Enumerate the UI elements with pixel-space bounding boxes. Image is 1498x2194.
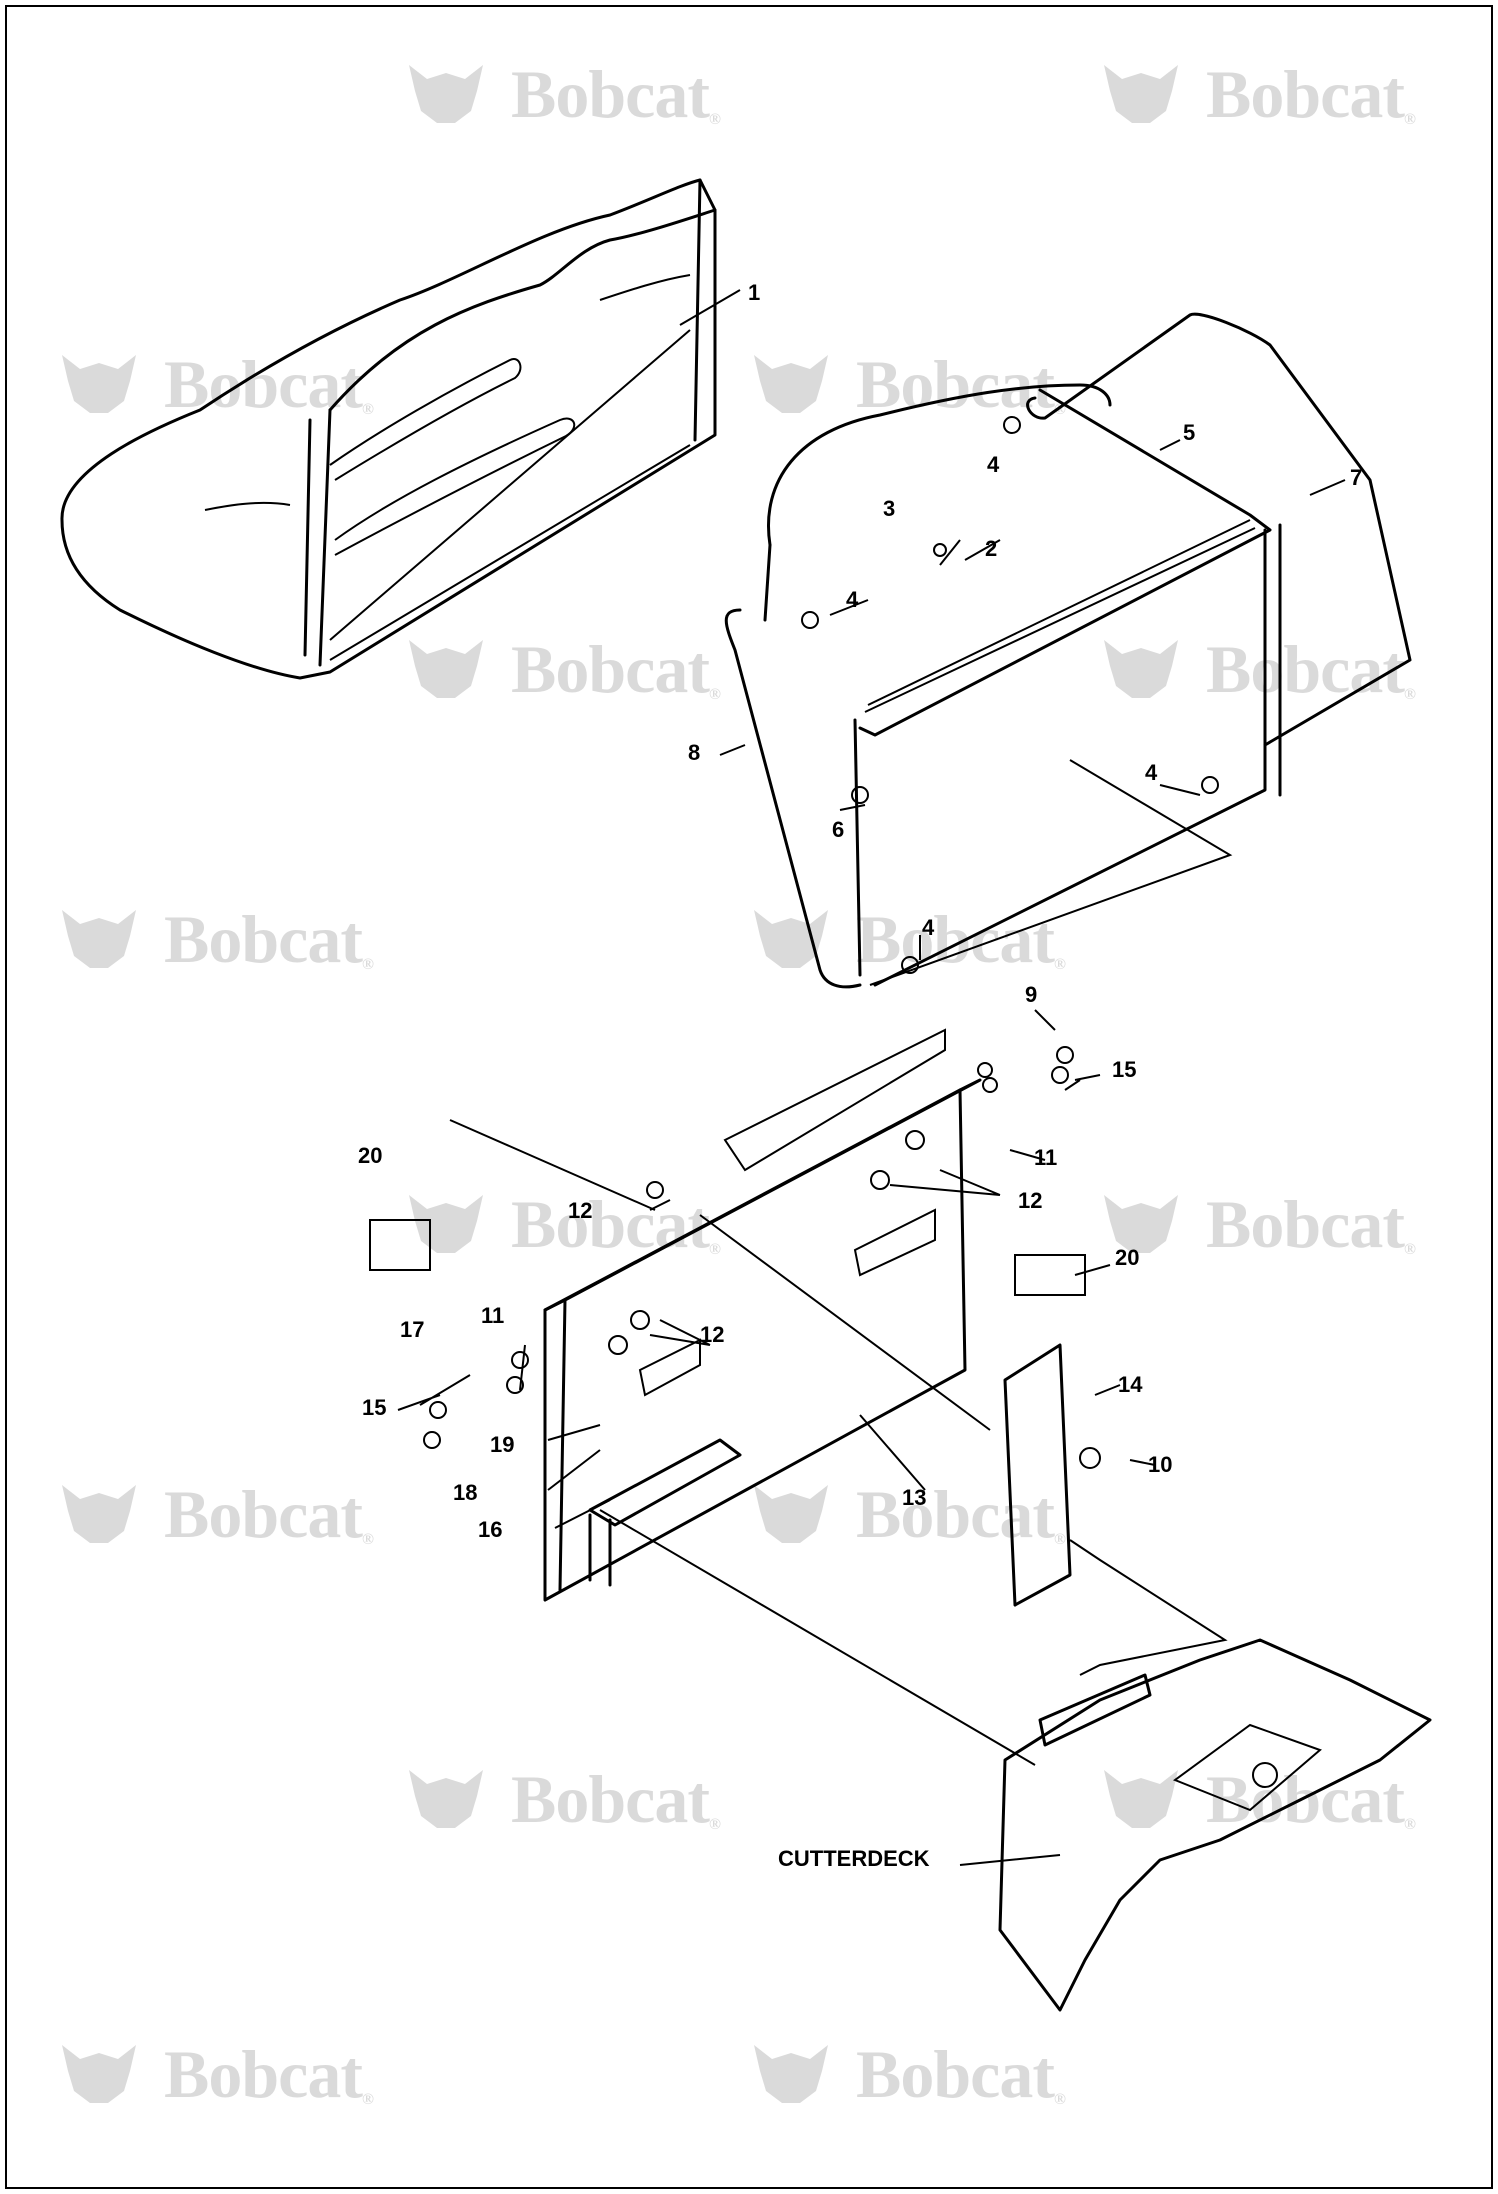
bobcat-watermark: Bobcat® bbox=[750, 901, 1066, 977]
callout-3: 3 bbox=[883, 496, 895, 521]
bobcat-logo-icon bbox=[1104, 65, 1178, 123]
bobcat-watermark: Bobcat® bbox=[1100, 1761, 1416, 1837]
support-plate-part bbox=[543, 1028, 982, 1602]
watermark-text: Bobcat® bbox=[164, 1476, 374, 1552]
callout-8: 8 bbox=[688, 740, 700, 765]
bobcat-logo-icon bbox=[62, 355, 136, 413]
label-decal-20a bbox=[369, 1219, 431, 1271]
watermark-text: Bobcat® bbox=[164, 901, 374, 977]
bobcat-logo-icon bbox=[754, 2045, 828, 2103]
callout-12b: 12 bbox=[1018, 1188, 1042, 1213]
bobcat-logo-icon bbox=[62, 1485, 136, 1543]
callout-15a: 15 bbox=[1112, 1057, 1136, 1082]
bobcat-logo-icon bbox=[62, 910, 136, 968]
bobcat-watermark: Bobcat® bbox=[750, 346, 1066, 422]
bobcat-logo-icon bbox=[409, 1195, 483, 1253]
seat-pan-part bbox=[60, 178, 717, 680]
side-bracket-part bbox=[1003, 1343, 1228, 1676]
watermark-text: Bobcat® bbox=[856, 901, 1066, 977]
bobcat-watermark: Bobcat® bbox=[1100, 1186, 1416, 1262]
callout-12a: 12 bbox=[568, 1198, 592, 1223]
callout-19: 19 bbox=[490, 1432, 514, 1457]
bobcat-logo-icon bbox=[754, 1485, 828, 1543]
bobcat-logo-icon bbox=[1104, 1770, 1178, 1828]
watermark-text: Bobcat® bbox=[511, 1761, 721, 1837]
callout-11a: 11 bbox=[1034, 1145, 1057, 1170]
bobcat-watermark: Bobcat® bbox=[1100, 56, 1416, 132]
bobcat-logo-icon bbox=[409, 65, 483, 123]
callout-12c: 12 bbox=[700, 1322, 724, 1347]
callout-11b: 11 bbox=[481, 1303, 504, 1328]
diagram-frame bbox=[5, 5, 1493, 2189]
callout-4a: 4 bbox=[987, 452, 1000, 477]
bobcat-watermark: Bobcat® bbox=[58, 2036, 374, 2112]
bobcat-watermark: Bobcat® bbox=[58, 346, 374, 422]
bobcat-watermark: Bobcat® bbox=[1100, 631, 1416, 707]
bobcat-watermark: Bobcat® bbox=[405, 631, 721, 707]
callout-1: 1 bbox=[748, 280, 760, 305]
callout-cutterdeck: CUTTERDECK bbox=[778, 1846, 930, 1871]
callout-6: 6 bbox=[832, 817, 844, 842]
cutterdeck-part bbox=[599, 1509, 1432, 2012]
callout-17: 17 bbox=[400, 1317, 424, 1342]
bobcat-logo-icon bbox=[409, 1770, 483, 1828]
callout-13: 13 bbox=[902, 1485, 926, 1510]
bobcat-logo-icon bbox=[1104, 1195, 1178, 1253]
label-decal-20b bbox=[1014, 1254, 1086, 1296]
watermark-text: Bobcat® bbox=[856, 1476, 1066, 1552]
callout-4d: 4 bbox=[922, 915, 935, 940]
bobcat-logo-icon bbox=[409, 640, 483, 698]
callout-2: 2 bbox=[985, 536, 997, 561]
watermark-text: Bobcat® bbox=[164, 2036, 374, 2112]
bobcat-logo-icon bbox=[62, 2045, 136, 2103]
bobcat-watermark: Bobcat® bbox=[58, 1476, 374, 1552]
callout-labels: 1 2 3 4 4 4 4 5 6 7 8 9 10 11 11 12 12 1… bbox=[358, 280, 1362, 1871]
callout-14: 14 bbox=[1118, 1372, 1143, 1397]
callout-4c: 4 bbox=[1145, 760, 1158, 785]
watermark-text: Bobcat® bbox=[511, 1186, 721, 1262]
bobcat-watermark: Bobcat® bbox=[58, 901, 374, 977]
bobcat-watermark: Bobcat® bbox=[405, 1761, 721, 1837]
bobcat-watermark: Bobcat® bbox=[750, 2036, 1066, 2112]
watermark-text: Bobcat® bbox=[1206, 631, 1416, 707]
watermark-text: Bobcat® bbox=[1206, 1761, 1416, 1837]
callout-7: 7 bbox=[1350, 465, 1362, 490]
callout-15b: 15 bbox=[362, 1395, 386, 1420]
bobcat-watermark: Bobcat® bbox=[750, 1476, 1066, 1552]
upper-frame-parts bbox=[724, 312, 1412, 989]
callout-16: 16 bbox=[478, 1517, 502, 1542]
leader-lines bbox=[397, 289, 1346, 1866]
bobcat-watermark: Bobcat® bbox=[405, 1186, 721, 1262]
callout-9: 9 bbox=[1025, 982, 1037, 1007]
bobcat-logo-icon bbox=[1104, 640, 1178, 698]
bobcat-watermark: Bobcat® bbox=[405, 56, 721, 132]
watermark-text: Bobcat® bbox=[511, 56, 721, 132]
watermark-text: Bobcat® bbox=[511, 631, 721, 707]
bobcat-logo-icon bbox=[754, 355, 828, 413]
callout-20b: 20 bbox=[1115, 1245, 1139, 1270]
callout-20a: 20 bbox=[358, 1143, 382, 1168]
watermark-text: Bobcat® bbox=[856, 2036, 1066, 2112]
watermark-text: Bobcat® bbox=[164, 346, 374, 422]
watermark-text: Bobcat® bbox=[1206, 56, 1416, 132]
watermark-text: Bobcat® bbox=[1206, 1186, 1416, 1262]
watermark-text: Bobcat® bbox=[856, 346, 1066, 422]
fastener-icons bbox=[423, 416, 1219, 1469]
callout-4b: 4 bbox=[846, 587, 859, 612]
callout-5: 5 bbox=[1183, 420, 1195, 445]
callout-10: 10 bbox=[1148, 1452, 1172, 1477]
bobcat-logo-icon bbox=[754, 910, 828, 968]
callout-18: 18 bbox=[453, 1480, 477, 1505]
